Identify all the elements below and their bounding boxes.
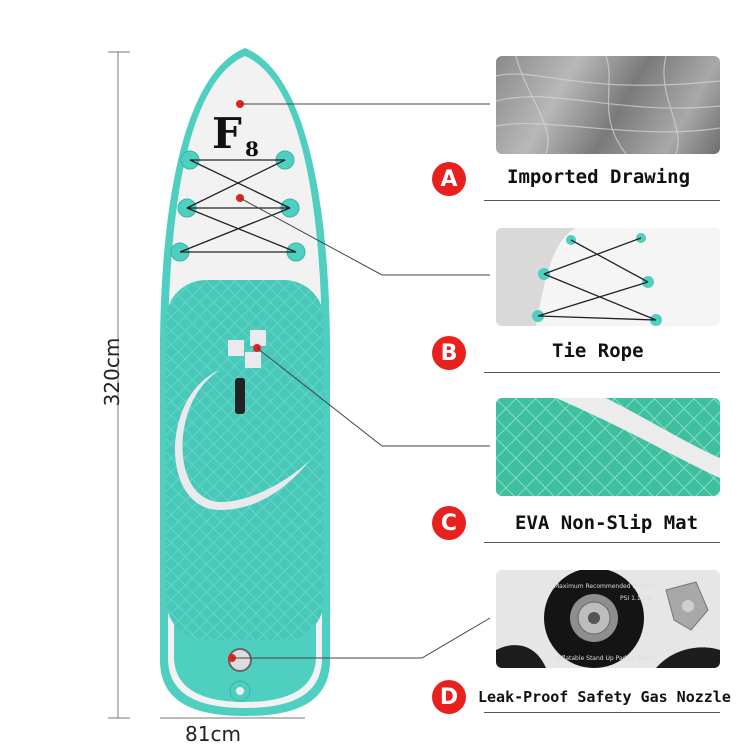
- width-label: 81cm: [185, 722, 241, 746]
- thumbnail-gas-nozzle: Maximum Recommended Pressure Inflatable …: [496, 570, 720, 668]
- feature-label-a: Imported Drawing: [507, 166, 691, 188]
- badge-a: A: [432, 162, 466, 196]
- badge-c: C: [432, 506, 466, 540]
- feature-label-c: EVA Non-Slip Mat: [515, 512, 699, 534]
- svg-text:F: F: [212, 109, 242, 158]
- svg-text:Maximum Recommended Pressure: Maximum Recommended Pressure: [554, 583, 658, 590]
- badge-d: D: [432, 680, 466, 714]
- badge-b: B: [432, 336, 466, 370]
- svg-text:8: 8: [245, 137, 259, 161]
- feature-label-b: Tie Rope: [552, 340, 644, 362]
- feature-label-d: Leak-Proof Safety Gas Nozzle: [478, 688, 731, 706]
- tie-rope: [179, 159, 297, 253]
- thumbnail-imported-drawing: [496, 56, 720, 154]
- carry-handle: [235, 378, 245, 414]
- svg-text:Inflatable Stand Up Paddle Boa: Inflatable Stand Up Paddle Board: [556, 655, 655, 662]
- thumbnail-tie-rope: [496, 228, 720, 326]
- svg-text:PSI 1.1 Bar: PSI 1.1 Bar: [620, 595, 653, 602]
- thumbnail-eva-mat: [496, 398, 720, 496]
